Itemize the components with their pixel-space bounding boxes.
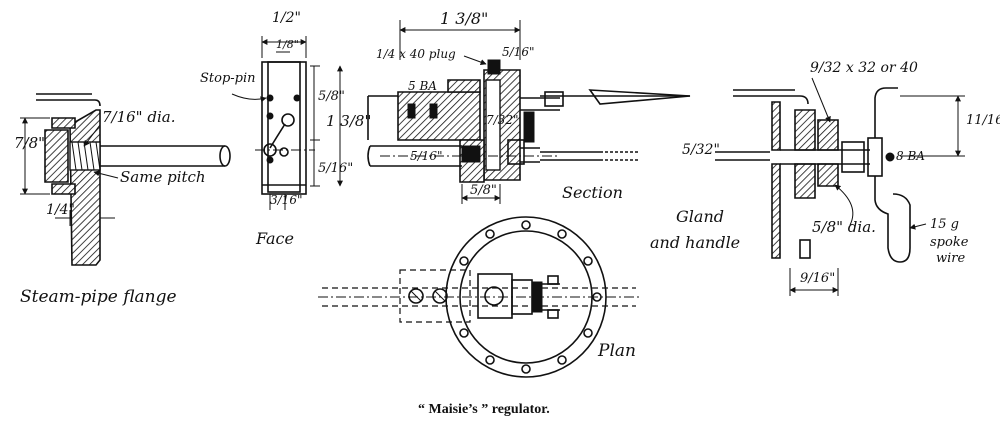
steam-pipe [100, 145, 225, 167]
flange-title: Steam-pipe flange [20, 287, 177, 307]
face-height-label: 1 3/8" [326, 112, 371, 130]
plan-title: Plan [597, 341, 636, 361]
stop-pin-label: Stop-pin [200, 71, 256, 86]
gland-title-1: Gland [676, 207, 724, 226]
flange-thick-label: 1/4" [46, 202, 75, 218]
face-upper-label: 5/8" [318, 89, 345, 104]
plan-pipe [322, 287, 636, 307]
wire-label: wire [936, 251, 965, 266]
gland-spindle [780, 149, 870, 165]
spoke-wire-handle [874, 176, 911, 263]
figure-caption: “ Maisie’s ” regulator. [418, 402, 550, 417]
end-label: 5/32" [682, 142, 720, 158]
gland-height-label: 11/16" [966, 113, 1000, 128]
gland-nut [885, 152, 895, 162]
wire-gauge-label: 15 g [930, 217, 959, 232]
gland-wall [771, 101, 781, 151]
base-label: 5/8" [470, 183, 497, 198]
gland-dia-label: 5/8" dia. [812, 218, 876, 236]
gland-nut-label: 8 BA [896, 149, 925, 163]
flange-top-plate [36, 99, 101, 107]
gland-offset-label: 9/16" [800, 271, 835, 286]
screw-5ba [407, 103, 416, 119]
plug-label: 1/4 x 40 plug [376, 47, 456, 61]
face-bottom-label: 3/16" [270, 193, 302, 207]
gland-view: 9/32 x 32 or 40 11/16" 8 BA 5/8" dia. 9/… [650, 60, 1000, 296]
gland-thread-label: 9/32 x 32 or 40 [810, 60, 918, 76]
face-title: Face [255, 229, 294, 248]
same-pitch-label: Same pitch [120, 168, 206, 186]
flange-dim-label: 7/8" [14, 134, 45, 152]
flange-body [44, 129, 69, 183]
face-width-label: 1/2" [272, 10, 301, 26]
flange-bore-label: 7/16" dia. [102, 108, 175, 126]
screw-label: 5 BA [408, 79, 437, 93]
plan-bolt-holes [459, 220, 602, 374]
spindle-label: 5/16" [410, 149, 442, 163]
section-length-label: 1 3/8" [440, 9, 488, 28]
handle-top [874, 87, 898, 138]
face-top-label: 1/8" [276, 38, 299, 51]
section-title: Section [562, 183, 623, 202]
gland-body [794, 109, 816, 151]
section-pipe [370, 145, 462, 167]
section-view: 1 3/8" 1/4 x 40 plug 5/16" 5 BA 7/32" 5/… [367, 9, 770, 204]
plug [487, 59, 501, 75]
handle-hub [867, 137, 883, 177]
section-right-label: 5/16" [502, 45, 534, 59]
plan-view: Plan [318, 216, 640, 378]
wire-spoke-label: spoke [930, 235, 969, 250]
gland-title-2: and handle [650, 233, 740, 252]
steam-pipe-flange-view: 7/8" 7/16" dia. Same pitch 1/4" Steam-pi… [14, 93, 231, 307]
stop-pin [266, 94, 274, 102]
section-mid-label: 7/32" [486, 113, 518, 127]
face-lower-label: 5/16" [318, 161, 353, 176]
face-view: 1/2" 1/8" 5/8" 5/16" 1 3/8" 3/16" Stop-p… [200, 10, 371, 248]
plan-regulator [477, 273, 513, 319]
flange-thread [69, 141, 101, 171]
regulator-lever [269, 123, 286, 149]
